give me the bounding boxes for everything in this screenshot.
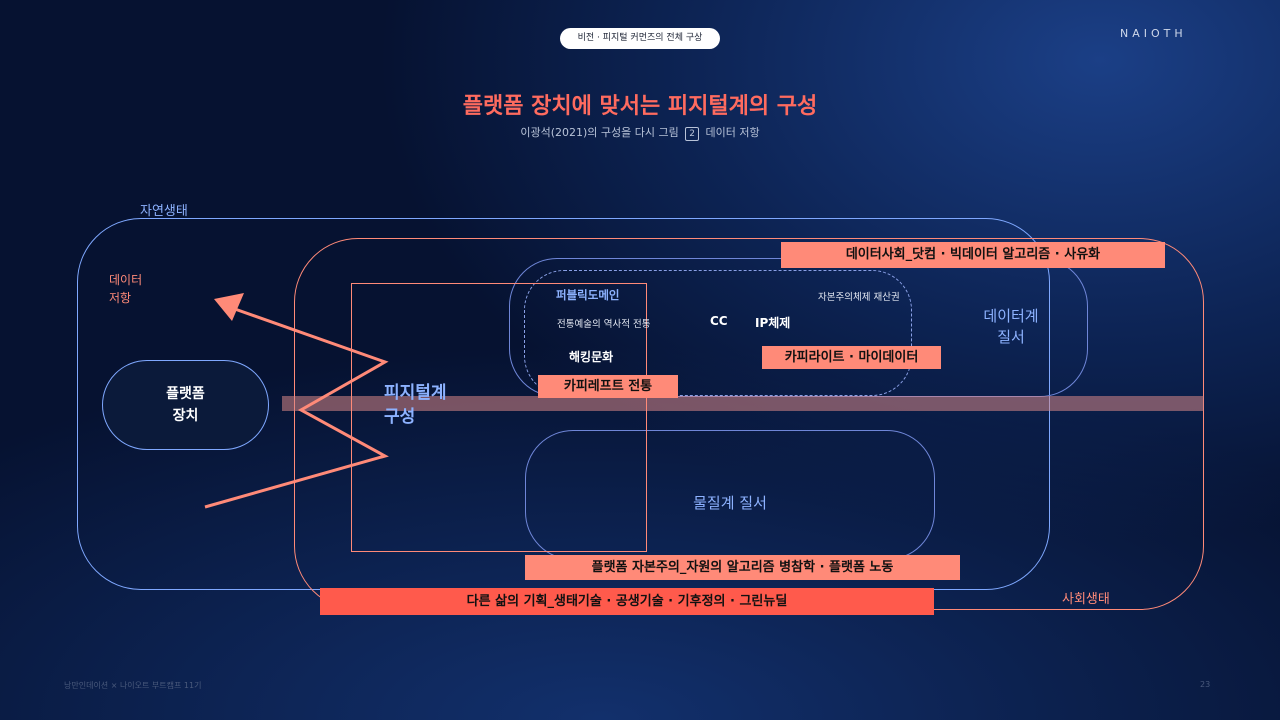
page-subtitle: 이광석(2021)의 구성을 다시 그림 2 데이터 저항 [0, 124, 1280, 141]
nature-ecology-label: 자연생태 [140, 204, 188, 219]
section-pill: 비전 · 피지털 커먼즈의 전체 구상 [560, 28, 720, 49]
phygital-line1: 피지털계 [384, 383, 447, 403]
data-order-label: 데이터계 질서 [978, 306, 1044, 348]
data-order-line2: 질서 [997, 328, 1025, 346]
capitalist-property-label: 자본주의체제 재산권 [818, 292, 900, 303]
platform-device-node: 플랫폼 장치 [102, 360, 269, 450]
data-order-line1: 데이터계 [983, 307, 1039, 325]
data-resistance-line2: 저항 [109, 291, 132, 305]
data-resistance-line1: 데이터 [109, 273, 143, 287]
hacking-culture-label: 해킹문화 [569, 350, 614, 364]
phygital-label: 피지털계 구성 [384, 381, 447, 429]
matter-order-label: 물질계 질서 [693, 494, 767, 512]
public-domain-label: 퍼블릭도메인 [556, 288, 620, 302]
page-number: 23 [1200, 680, 1211, 689]
phygital-frame [351, 283, 647, 552]
footer-credit: 낭만인데이션 × 나이오트 부트캠프 11기 [64, 681, 202, 690]
brand-logo: NAIOTH [1120, 27, 1187, 40]
tag-data-society: 데이터사회_닷컴 · 빅데이터 알고리즘 · 사유화 [781, 242, 1165, 268]
tag-copyright: 카피라이트 · 마이데이터 [762, 346, 941, 369]
art-tradition-label: 전통예술의 역사적 전통 [557, 319, 651, 330]
phygital-line2: 구성 [384, 407, 416, 427]
platform-device-line2: 장치 [172, 408, 199, 424]
subtitle-number-box: 2 [685, 127, 699, 141]
tag-copyleft: 카피레프트 전통 [538, 375, 678, 398]
platform-device-line1: 플랫폼 [166, 386, 205, 402]
subtitle-source: 이광석(2021)의 구성을 다시 그림 [520, 126, 679, 139]
ip-system-label: IP체제 [755, 316, 791, 330]
cc-label: CC [710, 314, 728, 328]
subtitle-topic: 데이터 저항 [705, 126, 760, 139]
tag-platform-capitalism: 플랫폼 자본주의_자원의 알고리즘 병참학 · 플랫폼 노동 [525, 555, 960, 580]
tag-other-life: 다른 삶의 기획_생태기술 · 공생기술 · 기후정의 · 그린뉴딜 [320, 588, 934, 615]
social-ecology-label: 사회생태 [1062, 592, 1110, 607]
page-title: 플랫폼 장치에 맞서는 피지털계의 구성 [462, 94, 818, 119]
data-resistance-label: 데이터 저항 [109, 271, 142, 307]
horizontal-band [282, 396, 1204, 411]
commons-dashed-boundary [524, 270, 912, 396]
